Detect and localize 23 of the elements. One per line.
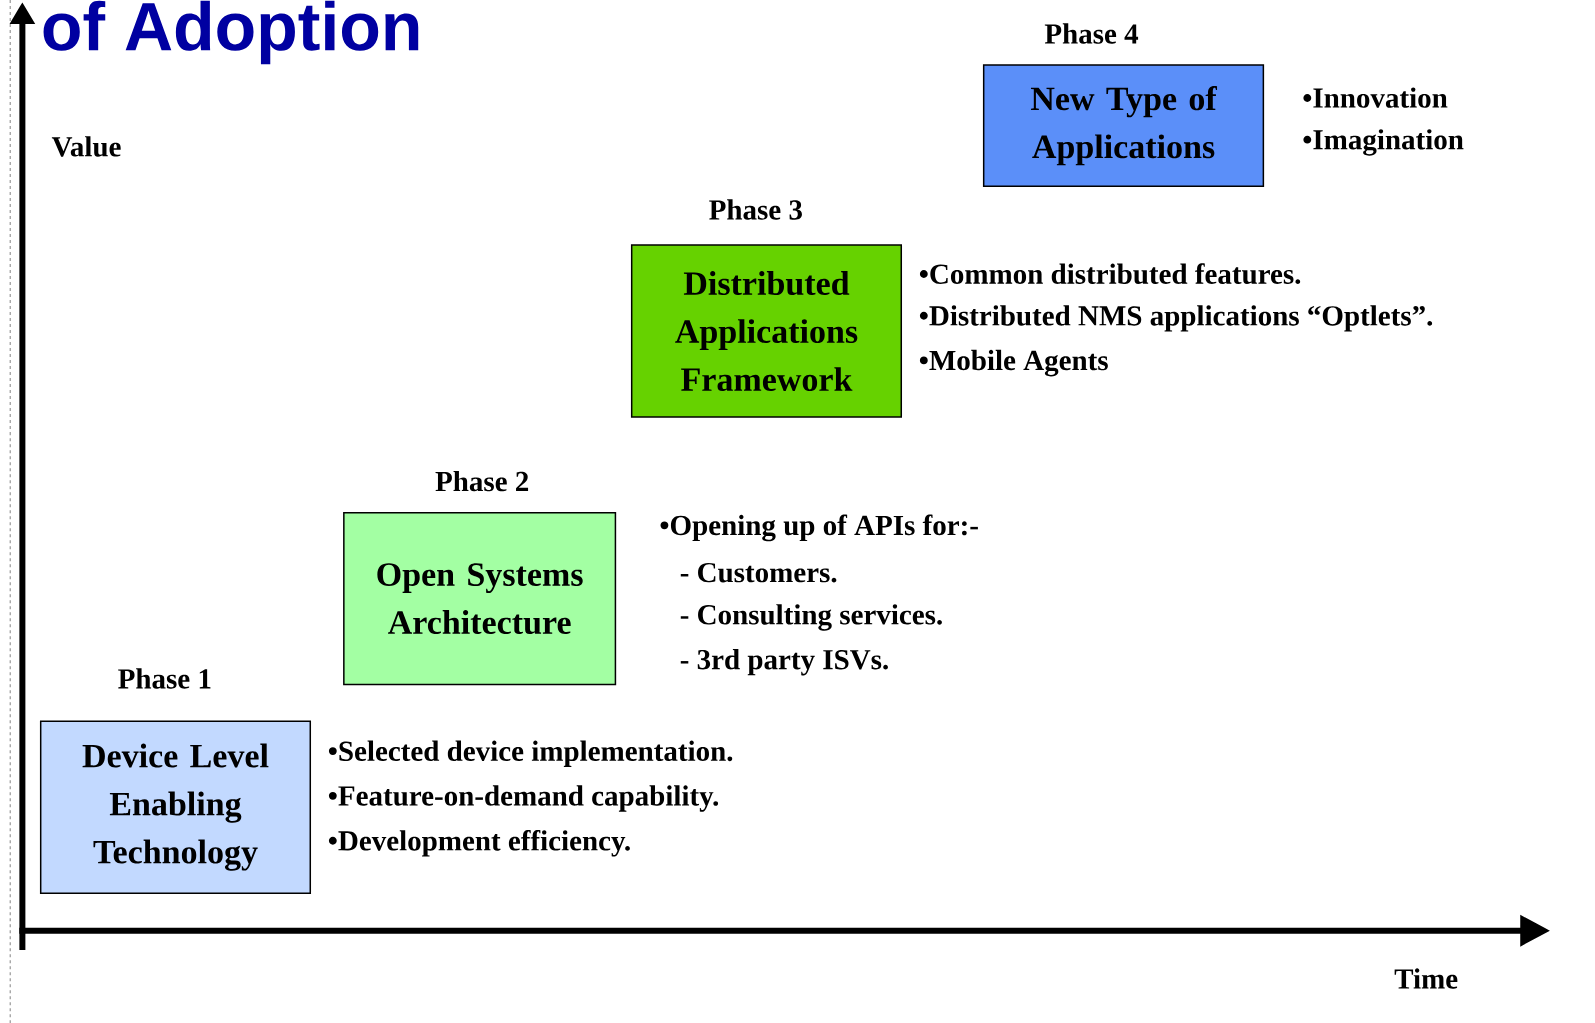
- bullet-text: •Opening up of APIs for:-: [660, 514, 978, 542]
- bullet-text: •Common distributed features.: [919, 263, 1301, 284]
- title: of Adoption: [43, 0, 419, 65]
- bullet-text: - Consulting services.: [680, 604, 942, 631]
- phase-heading: Phase 3: [709, 199, 802, 220]
- bullet-text: •Feature-on-demand capability.: [328, 785, 719, 812]
- axis-label: Time: [1394, 968, 1458, 989]
- process-box: Distributed Applications Framework: [630, 244, 902, 418]
- phase-heading: Phase 2: [435, 470, 529, 492]
- bullet-text: •Innovation: [1303, 87, 1448, 108]
- bullet-text: •Mobile Agents: [919, 349, 1108, 377]
- bullet-text: - 3rd party ISVs.: [680, 648, 888, 676]
- bullet-text: - Customers.: [680, 562, 837, 583]
- bullet-text: •Development efficiency.: [328, 829, 630, 857]
- phase-heading: Phase 1: [118, 668, 211, 689]
- phase-heading: Phase 4: [1044, 23, 1139, 44]
- bullet-text: •Imagination: [1303, 129, 1464, 156]
- process-box: New Type of Applications: [982, 64, 1265, 187]
- process-box: Open Systems Architecture: [343, 511, 617, 686]
- process-box: Device Level Enabling Technology: [39, 720, 312, 894]
- bullet-text: •Selected device implementation.: [328, 740, 733, 767]
- bullet-text: •Distributed NMS applications “Optlets”.: [919, 305, 1433, 332]
- axis-label: Value: [51, 136, 121, 157]
